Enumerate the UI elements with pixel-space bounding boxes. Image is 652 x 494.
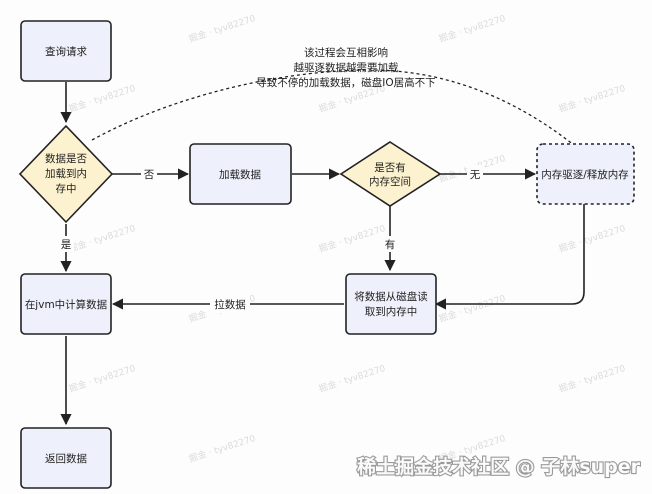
node-read-from-disk-line1: 将数据从磁盘读: [354, 290, 428, 303]
svg-text:掘金 · tyv82270: 掘金 · tyv82270: [67, 222, 137, 255]
decision-data-in-memory-line3: 存中: [56, 182, 77, 195]
decision-has-memory-space: 是否有 内存空间: [339, 141, 442, 207]
svg-text:掘金 · tyv82270: 掘金 · tyv82270: [437, 292, 507, 325]
svg-text:掘金 · tyv82270: 掘金 · tyv82270: [557, 82, 627, 115]
node-read-from-disk: 将数据从磁盘读 取到内存中: [345, 273, 437, 335]
svg-text:掘金 · tyv82270: 掘金 · tyv82270: [187, 12, 257, 45]
decision-has-memory-space-line2: 内存空间: [369, 175, 411, 188]
note-line3: 导致不停的加载数据，磁盘IO居高不下: [256, 76, 435, 89]
feedback-dashed-curve: [91, 69, 576, 147]
edge-label-pull-data: 拉数据: [214, 298, 246, 311]
svg-text:掘金 · tyv82270: 掘金 · tyv82270: [557, 222, 627, 255]
decision-data-in-memory-line1: 数据是否: [45, 152, 87, 165]
node-compute-in-jvm-label: 在jvm中计算数据: [25, 298, 108, 311]
brand-watermark-text: 稀土掘金技术社区 @ 子林super: [357, 455, 641, 478]
node-evict-free-memory-label: 内存驱逐/释放内存: [541, 168, 629, 181]
decision-data-in-memory: 数据是否 加载到内 存中: [18, 124, 114, 224]
feedback-note: 该过程会互相影响 越驱逐数据越需要加载 导致不停的加载数据，磁盘IO居高不下: [256, 46, 435, 89]
node-return-data: 返回数据: [20, 427, 112, 489]
decision-has-memory-space-line1: 是否有: [374, 161, 406, 174]
svg-text:掘金 · tyv82270: 掘金 · tyv82270: [557, 362, 627, 395]
svg-text:掘金 · tyv82270: 掘金 · tyv82270: [437, 12, 507, 45]
node-read-from-disk-line2: 取到内存中: [365, 305, 418, 318]
node-load-data-label: 加载数据: [219, 168, 261, 181]
svg-text:掘金 · tyv82270: 掘金 · tyv82270: [187, 432, 257, 465]
edge-labels: 否 是 无 有 拉数据: [58, 165, 483, 313]
node-compute-in-jvm: 在jvm中计算数据: [20, 273, 112, 335]
node-load-data: 加载数据: [189, 143, 292, 205]
node-evict-free-memory: 内存驱逐/释放内存: [536, 143, 635, 205]
svg-text:掘金 · tyv82270: 掘金 · tyv82270: [67, 82, 137, 115]
brand-watermark: 稀土掘金技术社区 @ 子林super: [356, 454, 642, 479]
note-line2: 越驱逐数据越需要加载: [294, 61, 399, 74]
node-query-request-label: 查询请求: [45, 45, 87, 58]
edge-label-no: 否: [144, 169, 155, 181]
decision-data-in-memory-line2: 加载到内: [45, 167, 87, 180]
edge-label-has-space: 有: [385, 238, 396, 251]
svg-text:掘金 · tyv82270: 掘金 · tyv82270: [67, 362, 137, 395]
note-line1: 该过程会互相影响: [304, 46, 388, 59]
svg-text:掘金 · tyv82270: 掘金 · tyv82270: [317, 362, 387, 395]
edge-label-no-space: 无: [470, 169, 481, 181]
edge-label-yes: 是: [61, 239, 72, 251]
edge-evict-to-disk: [434, 204, 585, 310]
svg-text:掘金 · tyv82270: 掘金 · tyv82270: [317, 222, 387, 255]
node-return-data-label: 返回数据: [45, 452, 87, 465]
node-query-request: 查询请求: [20, 20, 112, 82]
